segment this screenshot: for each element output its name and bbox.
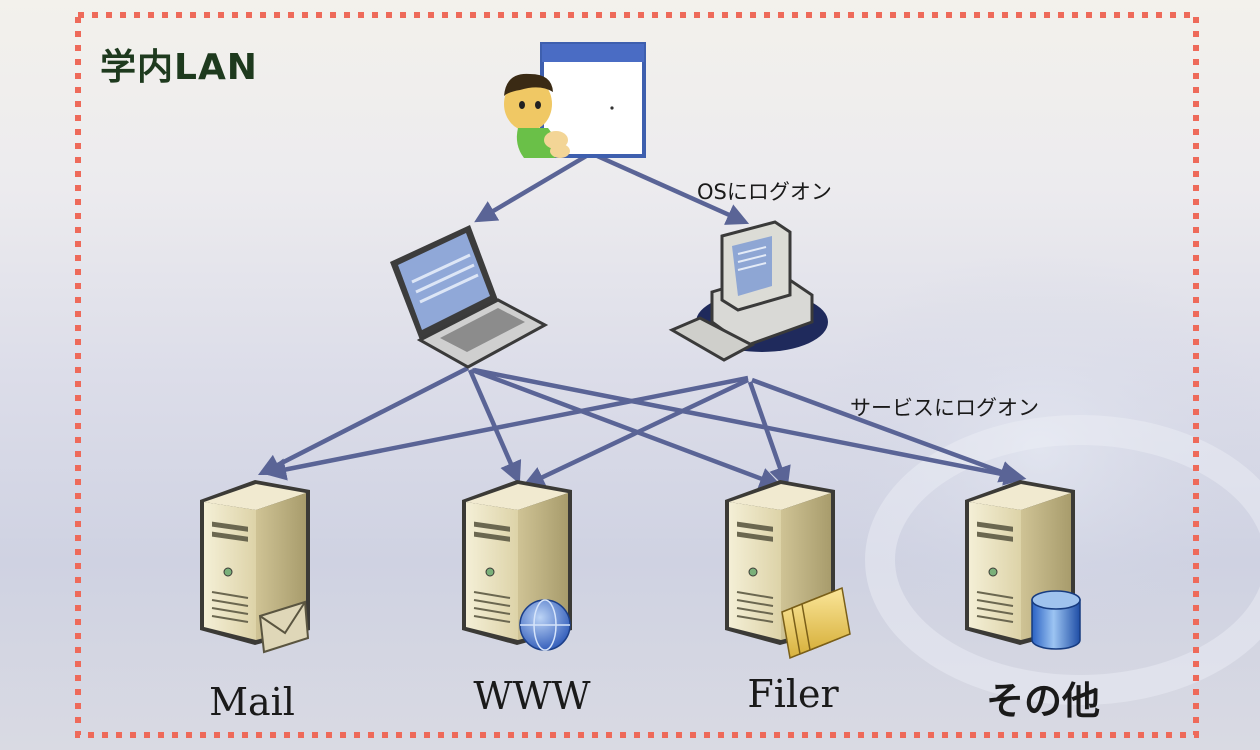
laptop-icon bbox=[390, 225, 549, 369]
web-server-icon bbox=[519, 599, 571, 651]
mail-server-icon bbox=[258, 600, 310, 654]
service-logon-label: サービスにログオン bbox=[850, 396, 1039, 420]
server-label-other: その他 bbox=[985, 679, 1100, 723]
other-server bbox=[964, 479, 1081, 650]
server-label-filer: Filer bbox=[747, 672, 839, 716]
connection-arrows bbox=[257, 152, 1027, 490]
server-label-mail: Mail bbox=[209, 680, 295, 724]
database-server-icon bbox=[1031, 590, 1081, 650]
desktop-pc-icon bbox=[668, 220, 828, 362]
file-server bbox=[724, 479, 851, 660]
lan-boundary bbox=[75, 12, 1199, 738]
user-icon bbox=[504, 42, 646, 158]
server-label-www: WWW bbox=[473, 674, 591, 718]
os-logon-label: OSにログオン bbox=[697, 180, 832, 204]
file-server-icon bbox=[781, 586, 851, 660]
region-title: 学内LAN bbox=[100, 47, 258, 88]
mail-server bbox=[199, 479, 311, 654]
web-server bbox=[461, 479, 573, 651]
